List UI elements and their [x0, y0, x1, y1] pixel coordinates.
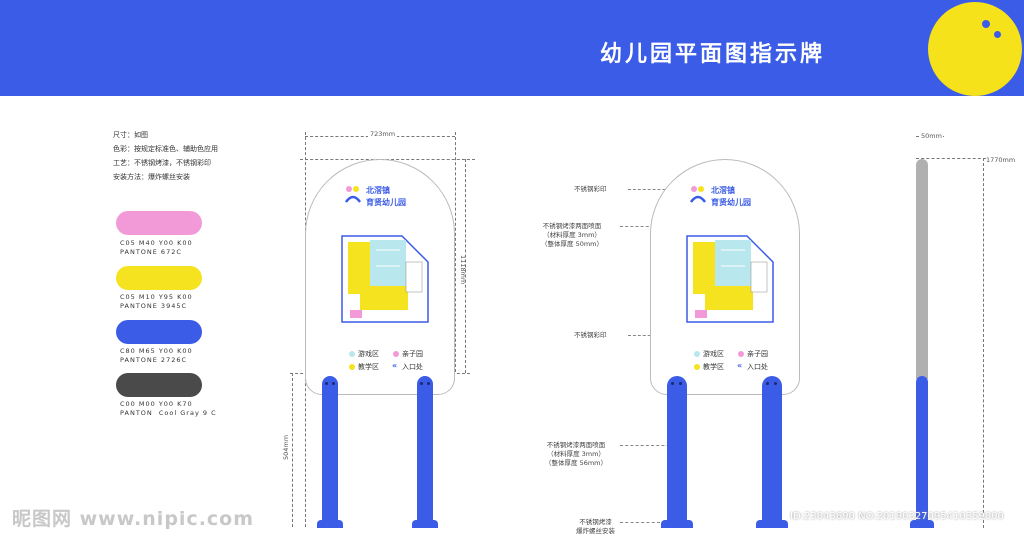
- left-post: [322, 376, 338, 521]
- height-label: 1118mm: [459, 255, 467, 285]
- legend-dot-icon: [393, 351, 399, 357]
- floor-plan-map: [686, 235, 774, 323]
- left-post-base: [661, 520, 693, 528]
- school-name-line2: 育贤幼儿园: [711, 198, 751, 207]
- yellow-circle-decoration: [928, 2, 1022, 96]
- annotation-panel: 不锈钢烤漆两面喷面 （材料厚度 3mm） （整体厚度 50mm）: [541, 222, 604, 248]
- sign-panel-left: 北滘镇 育贤幼儿园 游戏区 亲子园 教学区 « 入口处: [305, 159, 455, 395]
- spec-craft: 工艺：不锈钢烤漆，不锈钢彩印: [113, 159, 211, 167]
- left-post: [667, 376, 687, 521]
- side-height-line: [983, 158, 984, 528]
- school-name-line1: 北滘镇: [366, 186, 390, 195]
- header-bar: [0, 0, 1024, 96]
- spec-color: 色彩：按规定标准色、辅助色应用: [113, 145, 218, 153]
- leader-line: [620, 445, 680, 446]
- leader-line: [628, 189, 690, 190]
- legend-dot-icon: [738, 351, 744, 357]
- height-dimension-line: [465, 159, 466, 373]
- left-post-base: [317, 520, 343, 528]
- logo-icon: [689, 186, 707, 203]
- side-panel-edge: [916, 159, 928, 379]
- gray-swatch-label: C00 M00 Y00 K70 PANTON Cool Gray 9 C: [120, 400, 217, 417]
- post-height-label: 504mm: [282, 434, 290, 460]
- yellow-swatch: [116, 266, 202, 290]
- legend-dot-icon: [694, 364, 700, 370]
- entrance-icon: «: [737, 361, 743, 370]
- image-id: ID:23043690 NO:20190327095410359000: [790, 511, 1004, 522]
- watermark: 昵图网 www.nipic.com: [12, 508, 255, 530]
- entrance-icon: «: [392, 361, 398, 370]
- annotation-base: 不锈钢烤漆 爆炸螺丝安装: [576, 518, 615, 535]
- page-title: 幼儿园平面图指示牌: [600, 42, 826, 67]
- legend-entrance: 入口处: [402, 363, 423, 371]
- spec-list: 尺寸：如图 色彩：按规定标准色、辅助色应用 工艺：不锈钢烤漆，不锈钢彩印 安装方…: [113, 128, 218, 184]
- annotation-post: 不锈钢烤漆两面喷面 （材料厚度 3mm） （整体厚度 56mm）: [545, 441, 608, 467]
- pink-swatch-label: C05 M40 Y00 K00 PANTONE 672C: [120, 239, 193, 256]
- dot-decoration: [994, 31, 1001, 38]
- side-post-base: [910, 520, 934, 528]
- blue-swatch: [116, 320, 202, 344]
- width-label: 723mm: [368, 130, 398, 138]
- legend-play: 游戏区: [703, 350, 724, 358]
- floor-plan-map: [341, 235, 429, 323]
- right-extension-line: [455, 132, 456, 372]
- legend-family: 亲子园: [747, 350, 768, 358]
- legend-play: 游戏区: [358, 350, 379, 358]
- school-name-line2: 育贤幼儿园: [366, 198, 406, 207]
- blue-swatch-label: C80 M65 Y00 K00 PANTONE 2726C: [120, 347, 193, 364]
- yellow-swatch-label: C05 M10 Y95 K00 PANTONE 3945C: [120, 293, 193, 310]
- side-height-label: 1770mm: [986, 156, 1016, 164]
- dot-decoration: [982, 20, 990, 28]
- right-post-base: [756, 520, 788, 528]
- gray-swatch: [116, 373, 202, 397]
- annotation-print-mid: 不锈钢彩印: [574, 331, 607, 339]
- pink-swatch: [116, 211, 202, 235]
- side-width-label: 50mm: [920, 132, 943, 140]
- legend-entrance: 入口处: [747, 363, 768, 371]
- legend-family: 亲子园: [402, 350, 423, 358]
- right-post: [417, 376, 433, 521]
- sign-panel-middle: 北滘镇 育贤幼儿园 游戏区 亲子园 教学区 « 入口处: [650, 159, 800, 395]
- spec-size: 尺寸：如图: [113, 131, 148, 139]
- spec-install: 安装方法：爆炸螺丝安装: [113, 173, 190, 181]
- post-dimension-line: [292, 373, 293, 527]
- legend-teach: 教学区: [703, 363, 724, 371]
- legend-dot-icon: [349, 364, 355, 370]
- logo-icon: [344, 186, 362, 203]
- legend-teach: 教学区: [358, 363, 379, 371]
- right-post: [762, 376, 782, 521]
- school-name-line1: 北滘镇: [711, 186, 735, 195]
- legend-dot-icon: [694, 351, 700, 357]
- side-post: [916, 376, 928, 521]
- right-post-base: [412, 520, 438, 528]
- leader-line: [620, 522, 660, 523]
- annotation-print-top: 不锈钢彩印: [574, 185, 607, 193]
- side-top-line: [916, 158, 986, 159]
- legend-dot-icon: [349, 351, 355, 357]
